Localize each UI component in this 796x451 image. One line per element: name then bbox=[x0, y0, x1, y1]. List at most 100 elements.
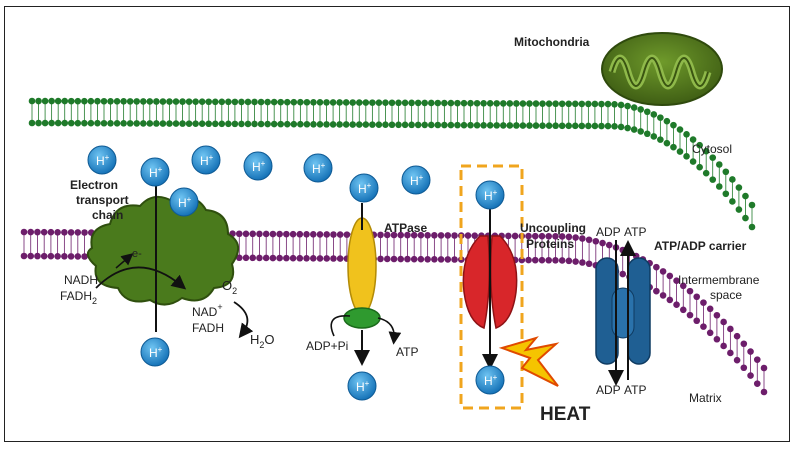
lipid-head bbox=[126, 120, 134, 127]
lipid-head bbox=[700, 323, 707, 330]
lipid-head bbox=[369, 121, 376, 128]
lipid-head bbox=[722, 190, 730, 198]
lipid-head bbox=[54, 97, 62, 105]
lipid-head bbox=[383, 255, 391, 263]
lipid-head bbox=[20, 252, 28, 260]
lipid-head bbox=[67, 119, 75, 127]
lipid-head bbox=[404, 231, 411, 239]
lipid-head bbox=[410, 255, 418, 263]
lipid-head bbox=[720, 318, 727, 326]
lipid-head bbox=[421, 121, 429, 129]
proton: H+ bbox=[191, 145, 221, 175]
lipid-head bbox=[61, 119, 69, 127]
nadh-label: NADH bbox=[64, 273, 98, 287]
proton: H+ bbox=[349, 173, 379, 203]
lipid-head bbox=[506, 122, 514, 129]
lipid-head bbox=[427, 121, 435, 129]
intermembrane-label-line1: Intermembrane bbox=[678, 273, 760, 287]
lipid-head bbox=[552, 122, 559, 130]
proton-label: H+ bbox=[312, 161, 326, 176]
lipid-head bbox=[572, 258, 579, 265]
lipid-head bbox=[270, 120, 278, 128]
lipid-head bbox=[525, 232, 532, 240]
lipid-head bbox=[454, 121, 461, 129]
lipid-head bbox=[760, 364, 768, 372]
lipid-head bbox=[139, 98, 147, 105]
lipid-head bbox=[410, 231, 418, 239]
lipid-head bbox=[146, 120, 154, 127]
lipid-head bbox=[653, 287, 660, 295]
lipid-head bbox=[61, 97, 69, 105]
lipid-head bbox=[451, 256, 458, 263]
lipid-head bbox=[153, 120, 160, 127]
lipid-head bbox=[323, 231, 331, 238]
lipid-head bbox=[471, 232, 479, 239]
lipid-head bbox=[591, 122, 599, 130]
lipid-head bbox=[283, 254, 290, 262]
lipid-head bbox=[486, 100, 494, 107]
lipid-head bbox=[244, 98, 252, 106]
lipid-head bbox=[276, 254, 283, 262]
lipid-head bbox=[630, 126, 638, 133]
lipid-head bbox=[238, 120, 245, 128]
lipid-head bbox=[431, 232, 438, 239]
lipid-head bbox=[256, 230, 263, 238]
lipid-head bbox=[185, 120, 193, 127]
proton: H+ bbox=[401, 165, 431, 195]
lipid-head bbox=[545, 122, 553, 129]
lipid-head bbox=[604, 100, 612, 108]
adp-arrow bbox=[330, 315, 351, 337]
lipid-head bbox=[693, 293, 701, 301]
lipid-head bbox=[659, 292, 667, 299]
lipid-head bbox=[81, 229, 88, 236]
lipid-head bbox=[643, 130, 651, 138]
lipid-head bbox=[397, 255, 405, 263]
lipid-head bbox=[706, 305, 714, 313]
lipid-head bbox=[41, 97, 49, 105]
lipid-head bbox=[290, 98, 298, 106]
fadh-label: FADH bbox=[192, 321, 224, 335]
lipid-head bbox=[251, 120, 258, 128]
uncoupling-label-line2: Proteins bbox=[526, 237, 574, 251]
proton: H+ bbox=[140, 157, 170, 187]
lipid-head bbox=[545, 232, 553, 240]
lipid-head bbox=[424, 231, 431, 239]
lipid-head bbox=[702, 169, 710, 177]
lipid-head bbox=[316, 99, 324, 106]
lipid-head bbox=[388, 121, 396, 129]
lipid-head bbox=[467, 99, 474, 107]
lipid-head bbox=[383, 231, 391, 239]
lipid-head bbox=[565, 100, 573, 108]
lipid-head bbox=[404, 255, 411, 263]
lipid-head bbox=[643, 108, 651, 116]
lipid-head bbox=[673, 277, 680, 285]
lipid-head bbox=[747, 372, 754, 379]
electron-arrow bbox=[115, 253, 134, 269]
lipid-head bbox=[531, 256, 539, 264]
lipid-head bbox=[242, 254, 250, 262]
lipid-head bbox=[297, 120, 304, 128]
lipid-head bbox=[727, 349, 734, 357]
lipid-head bbox=[729, 176, 736, 183]
lipid-head bbox=[235, 254, 243, 262]
lipid-head bbox=[740, 340, 748, 348]
lipid-head bbox=[441, 99, 448, 107]
lipid-head bbox=[460, 99, 468, 107]
atpase-protein bbox=[343, 217, 381, 329]
lipid-head bbox=[683, 131, 690, 138]
lipid-head bbox=[362, 99, 370, 106]
lipid-head bbox=[303, 120, 311, 128]
lipid-head bbox=[113, 120, 121, 127]
atp-product-arrow bbox=[377, 317, 402, 345]
lipid-head bbox=[689, 136, 697, 143]
lipid-head bbox=[309, 231, 317, 238]
lipid-head bbox=[336, 255, 344, 262]
lipid-head bbox=[558, 122, 566, 130]
lipid-head bbox=[619, 246, 627, 254]
lipid-head bbox=[262, 254, 270, 262]
lipid-head bbox=[598, 100, 605, 108]
lipid-head bbox=[666, 296, 674, 304]
lipid-head bbox=[251, 98, 258, 106]
lipid-head bbox=[414, 99, 422, 107]
lipid-head bbox=[441, 121, 448, 129]
